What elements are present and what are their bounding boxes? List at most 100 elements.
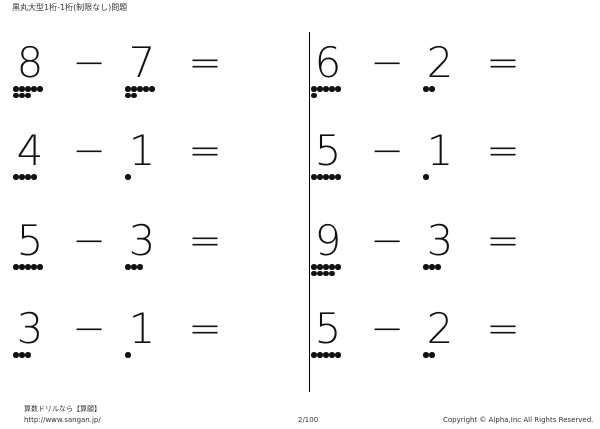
minuend: 8 bbox=[10, 40, 50, 110]
counting-dots bbox=[13, 264, 53, 271]
count-dot bbox=[19, 264, 25, 270]
count-dot bbox=[435, 264, 441, 270]
subtrahend-digit: 1 bbox=[426, 126, 454, 175]
subtraction-problem: 3−1= bbox=[10, 306, 270, 376]
count-dot bbox=[19, 352, 25, 358]
count-dot bbox=[329, 352, 335, 358]
counting-dots bbox=[125, 264, 165, 271]
counting-dots bbox=[423, 174, 463, 181]
counting-dots bbox=[423, 86, 463, 93]
count-dot bbox=[13, 264, 19, 270]
page-number: 2/100 bbox=[298, 416, 319, 424]
count-dot bbox=[323, 352, 329, 358]
minuend-digit: 6 bbox=[314, 38, 342, 87]
count-dot bbox=[13, 92, 19, 98]
minuend: 4 bbox=[10, 128, 50, 198]
count-dot bbox=[137, 264, 143, 270]
count-dot bbox=[25, 86, 31, 92]
count-dot bbox=[37, 86, 43, 92]
count-dot bbox=[423, 352, 429, 358]
minuend: 5 bbox=[10, 218, 50, 288]
subtrahend-digit: 7 bbox=[128, 38, 156, 87]
equals-sign: = bbox=[486, 40, 520, 86]
count-dot bbox=[317, 264, 323, 270]
counting-dots bbox=[13, 174, 53, 181]
minuend: 5 bbox=[308, 128, 348, 198]
minuend-digit: 4 bbox=[16, 126, 44, 175]
counting-dots bbox=[125, 174, 165, 181]
footer-brand: 算数ドリルなら【算願】 bbox=[24, 405, 101, 413]
count-dot bbox=[131, 86, 137, 92]
count-dot bbox=[329, 174, 335, 180]
minuend-digit: 9 bbox=[314, 216, 342, 265]
count-dot bbox=[125, 352, 131, 358]
minus-sign: − bbox=[370, 306, 404, 352]
subtrahend-digit: 1 bbox=[128, 304, 156, 353]
counting-dots bbox=[13, 352, 53, 359]
counting-dots bbox=[13, 86, 53, 99]
equals-sign: = bbox=[188, 128, 222, 174]
subtrahend: 2 bbox=[420, 40, 460, 110]
count-dot bbox=[25, 352, 31, 358]
count-dot bbox=[13, 174, 19, 180]
count-dot bbox=[125, 86, 131, 92]
count-dot bbox=[329, 270, 335, 276]
count-dot bbox=[323, 86, 329, 92]
count-dot bbox=[31, 264, 37, 270]
count-dot bbox=[335, 264, 341, 270]
count-dot bbox=[323, 264, 329, 270]
count-dot bbox=[317, 352, 323, 358]
count-dot bbox=[317, 174, 323, 180]
count-dot bbox=[323, 270, 329, 276]
subtrahend: 1 bbox=[122, 306, 162, 376]
count-dot bbox=[25, 264, 31, 270]
minuend: 3 bbox=[10, 306, 50, 376]
equals-sign: = bbox=[486, 306, 520, 352]
counting-dots bbox=[311, 264, 351, 277]
minuend-digit: 8 bbox=[16, 38, 44, 87]
equals-sign: = bbox=[486, 218, 520, 264]
subtrahend: 1 bbox=[420, 128, 460, 198]
count-dot bbox=[335, 174, 341, 180]
count-dot bbox=[137, 86, 143, 92]
count-dot bbox=[429, 352, 435, 358]
count-dot bbox=[19, 92, 25, 98]
subtraction-problem: 4−1= bbox=[10, 128, 270, 198]
count-dot bbox=[423, 174, 429, 180]
equals-sign: = bbox=[188, 218, 222, 264]
count-dot bbox=[429, 264, 435, 270]
subtrahend-digit: 2 bbox=[426, 304, 454, 353]
subtraction-problem: 8−7= bbox=[10, 40, 270, 110]
count-dot bbox=[335, 86, 341, 92]
count-dot bbox=[19, 86, 25, 92]
minuend-digit: 3 bbox=[16, 304, 44, 353]
minus-sign: − bbox=[72, 128, 106, 174]
count-dot bbox=[131, 92, 137, 98]
count-dot bbox=[311, 86, 317, 92]
counting-dots bbox=[125, 352, 165, 359]
column-divider bbox=[309, 32, 310, 392]
equals-sign: = bbox=[486, 128, 520, 174]
count-dot bbox=[329, 86, 335, 92]
count-dot bbox=[143, 86, 149, 92]
subtrahend: 2 bbox=[420, 306, 460, 376]
subtrahend-digit: 3 bbox=[426, 216, 454, 265]
minus-sign: − bbox=[370, 218, 404, 264]
counting-dots bbox=[423, 264, 463, 271]
minuend: 6 bbox=[308, 40, 348, 110]
minus-sign: − bbox=[370, 128, 404, 174]
count-dot bbox=[311, 270, 317, 276]
count-dot bbox=[25, 174, 31, 180]
copyright-text: Copyright © Alpha,Inc All Rights Reserve… bbox=[443, 416, 594, 424]
counting-dots bbox=[125, 86, 165, 99]
count-dot bbox=[335, 352, 341, 358]
footer-url-link[interactable]: http://www.sangan.jp/ bbox=[24, 416, 101, 424]
count-dot bbox=[317, 86, 323, 92]
count-dot bbox=[37, 264, 43, 270]
count-dot bbox=[149, 86, 155, 92]
count-dot bbox=[311, 264, 317, 270]
count-dot bbox=[31, 174, 37, 180]
equals-sign: = bbox=[188, 40, 222, 86]
minuend-digit: 5 bbox=[16, 216, 44, 265]
minus-sign: − bbox=[370, 40, 404, 86]
